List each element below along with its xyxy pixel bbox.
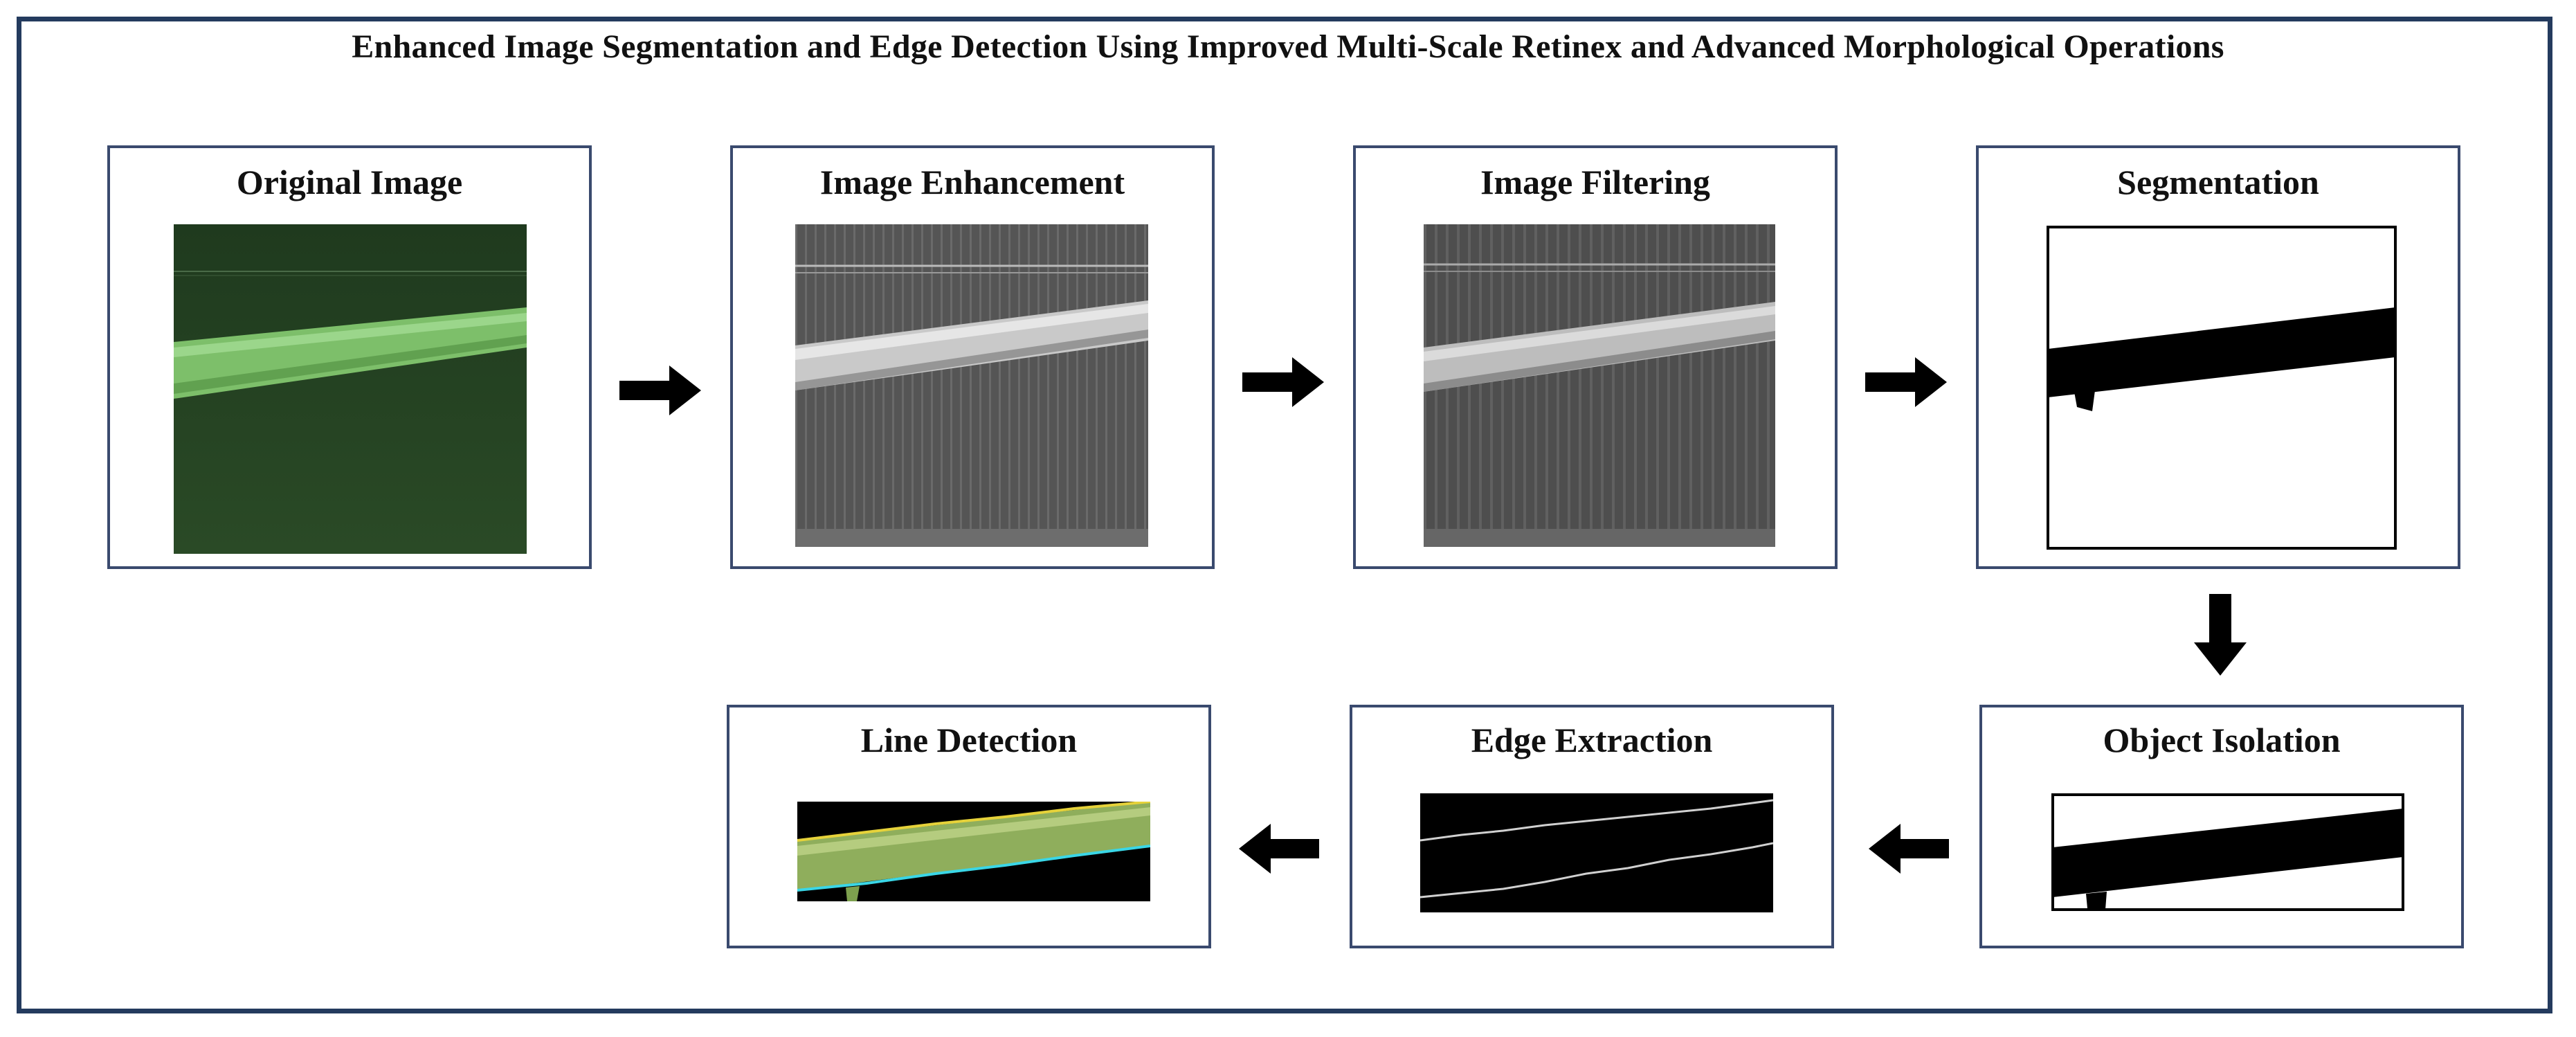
stage-image-enhancement: Image Enhancement <box>730 145 1215 569</box>
arrow-left-1 <box>1869 824 1949 874</box>
stage-edge-extraction: Edge Extraction <box>1350 705 1834 948</box>
line-detection-panel <box>797 802 1150 901</box>
segmentation-panel <box>2047 226 2397 550</box>
image-enhancement-panel <box>795 224 1148 547</box>
stage-segmentation: Segmentation <box>1976 145 2460 569</box>
stage-object-isolation: Object Isolation <box>1979 705 2464 948</box>
edge-extraction-panel <box>1420 793 1773 912</box>
stage-label: Line Detection <box>860 721 1078 759</box>
stage-line-detection: Line Detection <box>727 705 1211 948</box>
arrow-down <box>2194 594 2247 676</box>
stage-label: Original Image <box>236 163 463 201</box>
diagram-title: Enhanced Image Segmentation and Edge Det… <box>352 28 2224 65</box>
stage-label: Image Enhancement <box>819 163 1125 201</box>
diagram-frame <box>17 17 2552 1013</box>
stage-label: Object Isolation <box>2103 721 2341 759</box>
arrow-right-2 <box>1242 357 1324 407</box>
stage-label: Image Filtering <box>1480 163 1710 201</box>
arrow-right-3 <box>1865 357 1947 407</box>
image-filtering-panel <box>1424 224 1775 547</box>
arrow-right-1 <box>619 366 701 415</box>
arrow-left-2 <box>1239 824 1319 874</box>
original-image-panel <box>174 224 527 554</box>
stage-image-filtering: Image Filtering <box>1353 145 1838 569</box>
object-isolation-panel <box>2051 793 2404 911</box>
stage-label: Edge Extraction <box>1471 721 1713 759</box>
stage-label: Segmentation <box>2117 163 2319 201</box>
stage-original-image: Original Image <box>107 145 592 569</box>
